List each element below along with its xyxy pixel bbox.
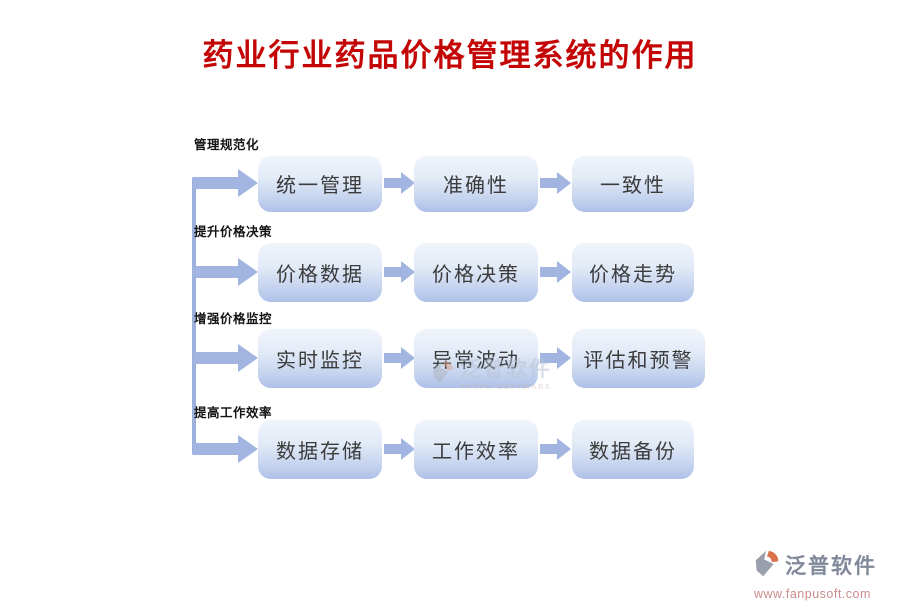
arrow-head (401, 347, 415, 369)
diagram-title: 药业行业药品价格管理系统的作用 (202, 38, 698, 73)
arrow-shaft (540, 267, 557, 277)
flow-box: 准确性 (414, 155, 538, 212)
brand-name: 泛普软件 (785, 555, 877, 578)
arrow-shaft (384, 267, 401, 277)
row-label-3: 增强价格监控 (194, 312, 273, 326)
flow-box: 数据备份 (572, 419, 694, 479)
flow-box: 异常波动 (414, 328, 538, 388)
footer-brand-row: 泛普软件 (752, 548, 898, 585)
arrow-shaft (384, 444, 401, 454)
branch-arrow-head-2 (238, 258, 258, 286)
connector-vertical-line (192, 177, 196, 455)
flow-box: 工作效率 (414, 419, 538, 479)
arrow-shaft (540, 353, 557, 363)
branch-arrow-shaft-3 (193, 352, 239, 364)
arrow-shaft (540, 178, 557, 188)
brand-url: www.fanpusoft.com (754, 587, 871, 601)
arrow-head (401, 438, 415, 460)
arrow-head (401, 172, 415, 194)
arrow-head (557, 261, 571, 283)
arrow-shaft (540, 444, 557, 454)
flow-box: 一致性 (572, 155, 694, 212)
branch-arrow-shaft-4 (193, 443, 239, 455)
branch-arrow-shaft-1 (193, 177, 239, 189)
flow-box: 数据存储 (258, 419, 382, 479)
arrow-head (401, 261, 415, 283)
flow-box: 统一管理 (258, 155, 382, 212)
flow-box: 评估和预警 (572, 328, 705, 388)
fanpu-logo-icon (752, 548, 782, 585)
arrow-head (557, 347, 571, 369)
row-label-2: 提升价格决策 (194, 225, 273, 239)
flow-box: 价格决策 (414, 242, 538, 302)
arrow-shaft (384, 178, 401, 188)
arrow-shaft (384, 353, 401, 363)
arrow-head (557, 172, 571, 194)
branch-arrow-head-4 (238, 435, 258, 463)
row-label-4: 提高工作效率 (194, 406, 273, 420)
arrow-head (557, 438, 571, 460)
branch-arrow-head-3 (238, 344, 258, 372)
branch-arrow-shaft-2 (193, 266, 239, 278)
flow-box: 实时监控 (258, 328, 382, 388)
row-label-1: 管理规范化 (194, 138, 260, 152)
flow-box: 价格走势 (572, 242, 694, 302)
flow-box: 价格数据 (258, 242, 382, 302)
footer-brand: 泛普软件 www.fanpusoft.com (752, 548, 898, 601)
branch-arrow-head-1 (238, 169, 258, 197)
